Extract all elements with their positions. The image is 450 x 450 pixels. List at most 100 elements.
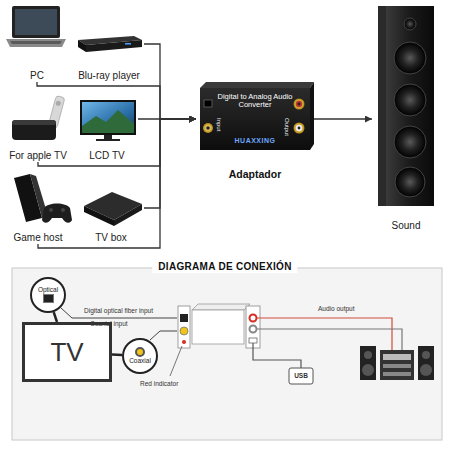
- tower-speaker: [394, 126, 426, 158]
- converter-photo: [204, 100, 212, 107]
- port-label: Output: [283, 118, 290, 136]
- game-console-icon: [61, 208, 65, 212]
- node-label: TV box: [95, 232, 127, 244]
- converter-box: Digital to Analog Audio ConverterInputHU…: [196, 88, 314, 150]
- diagram-title: DIAGRAMA DE CONEXIÓN: [152, 261, 297, 273]
- game-console-icon: [49, 208, 53, 212]
- converter-drawing: [178, 306, 190, 348]
- optical-cable: [61, 308, 177, 318]
- tv-box: TV: [22, 322, 112, 382]
- connector: [112, 353, 122, 356]
- stereo-system: [383, 364, 411, 368]
- coaxial-cable: [150, 331, 177, 340]
- optical-cable: [61, 308, 177, 318]
- converter-photo: [294, 123, 305, 134]
- indicator-leader: [170, 346, 182, 376]
- converter-drawing: [249, 338, 257, 343]
- converter-photo: [206, 126, 210, 130]
- tower-speaker: [386, 6, 434, 206]
- tower-speaker: [394, 84, 426, 116]
- speaker-node: Sound: [372, 4, 440, 232]
- laptop-icon: [6, 39, 66, 47]
- audio-cables: [257, 329, 402, 350]
- tower-speaker: [395, 167, 425, 197]
- node-label: Blu-ray player: [78, 70, 140, 82]
- apple-tv-icon: [55, 100, 61, 106]
- node-label: Sound: [392, 220, 421, 232]
- converter-drawing: [180, 327, 188, 335]
- brand-logo: HUAXXING: [214, 136, 296, 145]
- lcd-tv-icon: [80, 100, 136, 135]
- device-node: Game host: [2, 170, 74, 244]
- indicator-label: Red indicator: [140, 380, 178, 388]
- caption-heading: Adaptador: [196, 168, 314, 181]
- signal-label: Audio output: [318, 305, 355, 313]
- device-node: Blu-ray player: [74, 30, 144, 82]
- node-label: For apple TV: [9, 150, 67, 162]
- bluray-player-icon: [86, 40, 142, 52]
- connection-panel: [12, 268, 442, 440]
- stereo-system: [380, 350, 414, 380]
- indicator-leader: [170, 346, 182, 376]
- stereo-system: [364, 351, 372, 359]
- node-label: Game host: [14, 232, 63, 244]
- signal-label: Coaxial input: [90, 320, 128, 328]
- converter-drawing: [180, 314, 188, 322]
- device-node: For apple TV: [2, 90, 74, 162]
- apple-tv-icon: [12, 120, 56, 140]
- apple-tv-icon: [12, 120, 56, 125]
- converter-drawing: [182, 340, 186, 344]
- converter-photo: [298, 127, 301, 130]
- coaxial-port-icon: [135, 347, 145, 357]
- laptop-icon: [12, 6, 60, 38]
- connector: [37, 82, 196, 119]
- coaxial-cable: [150, 331, 177, 340]
- converter-drawing: [250, 326, 257, 333]
- device-node: PC: [2, 2, 72, 82]
- tv-box-icon: [84, 206, 114, 226]
- coaxial-port-circle: Coaxial: [122, 338, 158, 374]
- connection-panel: [12, 268, 442, 440]
- converter-drawing: [192, 310, 244, 344]
- converter-photo: [296, 101, 302, 107]
- converter-photo: [298, 103, 301, 106]
- converter-photo: [203, 123, 213, 133]
- node-label: TV: [50, 339, 83, 365]
- usb-cable: [253, 343, 313, 384]
- converter-photo: [310, 82, 314, 150]
- port-label: USB: [289, 372, 313, 380]
- lcd-tv-icon: [96, 139, 120, 141]
- tower-speaker: [378, 6, 386, 206]
- device-node: LCD TV: [76, 96, 138, 162]
- converter-photo: [200, 82, 314, 88]
- stereo-system: [420, 364, 432, 376]
- converter-drawing: [192, 304, 250, 310]
- lcd-tv-icon: [80, 100, 136, 141]
- stereo-system: [360, 346, 434, 380]
- bluray-player-icon: [78, 36, 142, 52]
- stereo-system: [360, 346, 376, 380]
- bluray-player-icon: [78, 40, 86, 52]
- stereo-system: [422, 351, 430, 359]
- converter-photo: [200, 82, 314, 150]
- game-console-icon: [14, 174, 72, 223]
- converter-photo: [200, 88, 310, 150]
- tower-speaker: [404, 18, 416, 30]
- usb-cable: [253, 343, 301, 368]
- tower-speaker: [394, 42, 426, 74]
- signal-label: Digital optical fiber input: [84, 307, 153, 315]
- optical-port-icon: [43, 294, 54, 303]
- tv-box-icon: [84, 192, 142, 226]
- audio-cables: [257, 318, 402, 350]
- converter-drawing: [178, 304, 260, 348]
- converter-drawing: [246, 306, 260, 348]
- bluray-player-icon: [125, 43, 131, 45]
- device-node: TV box: [78, 186, 144, 244]
- connector: [38, 119, 196, 248]
- laptop-icon: [15, 9, 57, 35]
- laptop-icon: [6, 6, 66, 47]
- lcd-tv-icon: [82, 110, 134, 133]
- connector: [54, 312, 57, 322]
